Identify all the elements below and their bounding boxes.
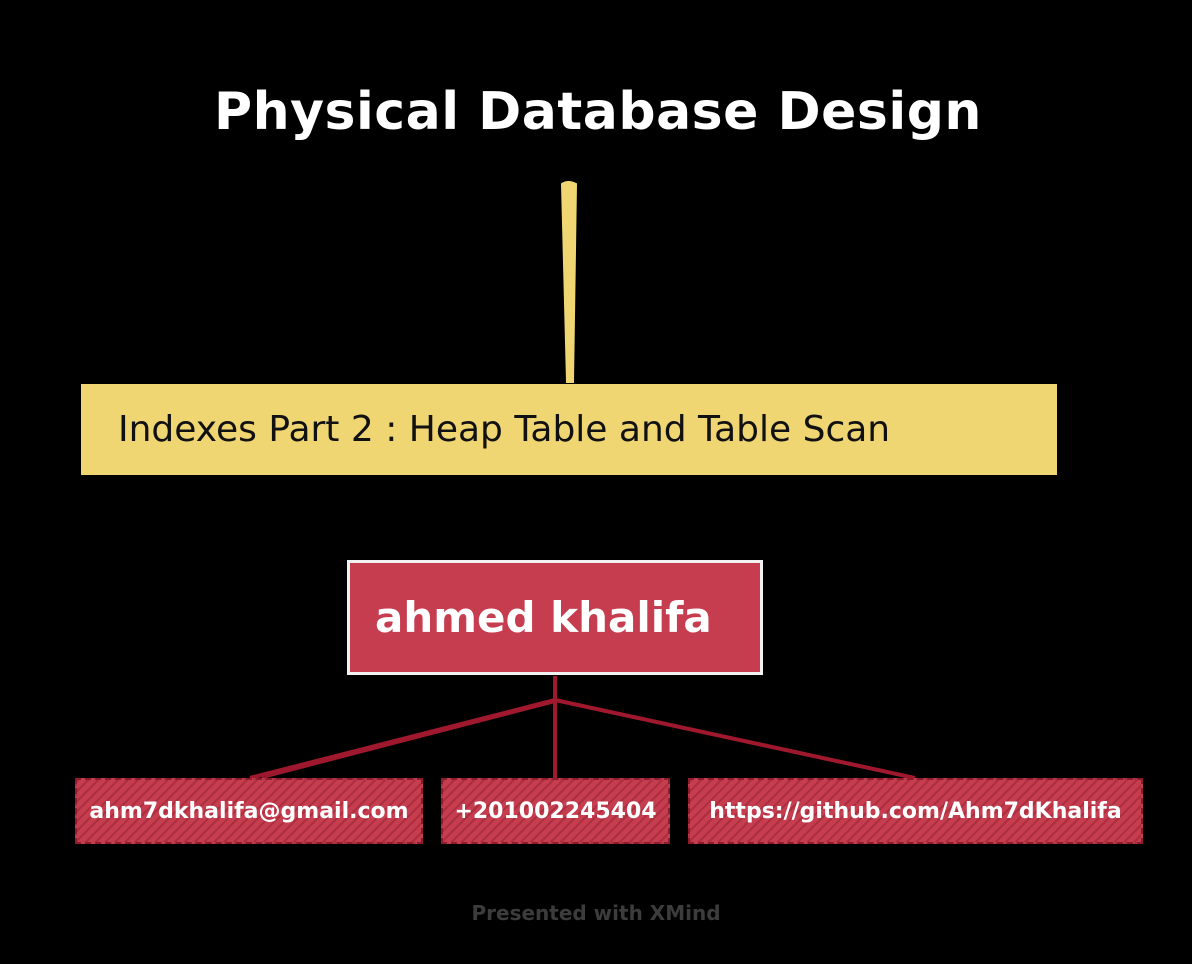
topic-heap-table-label: Indexes Part 2 : Heap Table and Table Sc…	[118, 409, 891, 450]
contact-github: https://github.com/Ahm7dKhalifa	[709, 798, 1122, 824]
connector-author-to-email-2	[261, 701, 556, 779]
author-name: ahmed khalifa	[375, 593, 712, 642]
connector-author-to-email	[249, 698, 556, 780]
contact-phone: +201002245404	[454, 798, 657, 824]
connector-author-to-github	[554, 698, 916, 780]
contact-email: ahm7dkhalifa@gmail.com	[89, 798, 409, 824]
topic-heap-table[interactable]: Indexes Part 2 : Heap Table and Table Sc…	[81, 384, 1057, 475]
contact-github-node[interactable]: https://github.com/Ahm7dKhalifa	[688, 778, 1143, 844]
author-node[interactable]: ahmed khalifa	[347, 560, 763, 675]
footer-presented-with: Presented with XMind	[471, 901, 721, 925]
contact-email-node[interactable]: ahm7dkhalifa@gmail.com	[75, 778, 423, 844]
connector-title-to-topic	[560, 181, 578, 383]
central-topic-title: Physical Database Design	[214, 82, 982, 142]
contact-phone-node[interactable]: +201002245404	[441, 778, 670, 844]
